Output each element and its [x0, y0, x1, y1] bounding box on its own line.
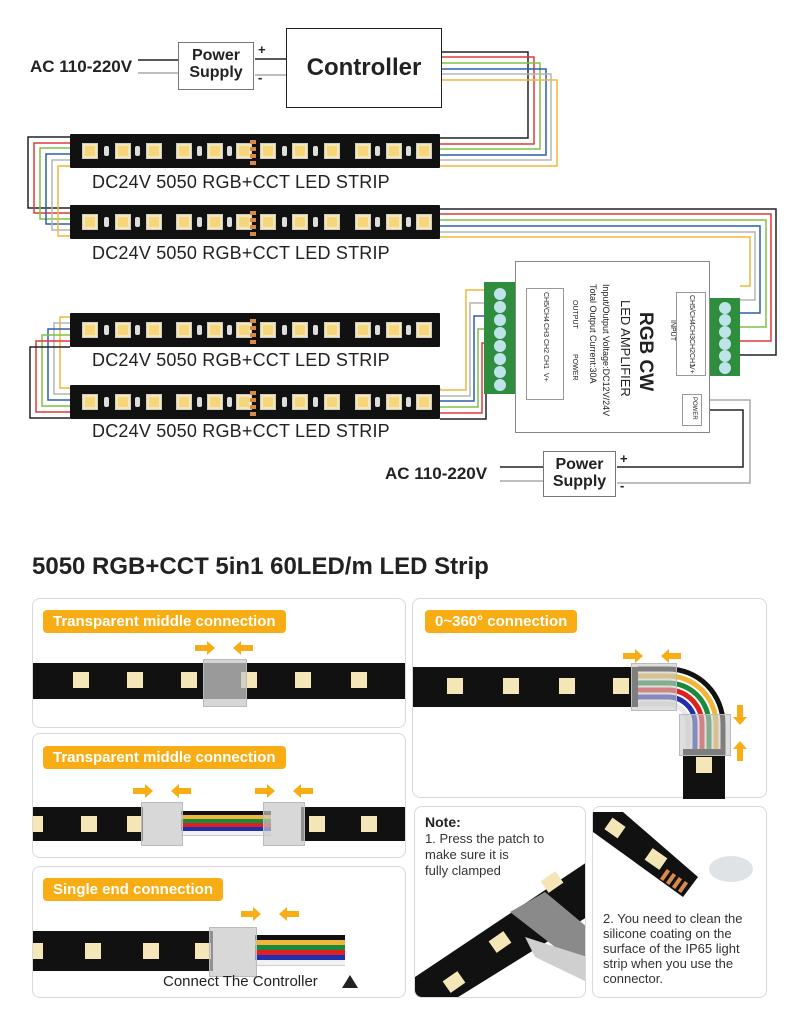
- power-supply-2-label-2: Supply: [552, 473, 607, 490]
- note-heading: Note:: [425, 814, 461, 830]
- ac-input-label-2: AC 110-220V: [385, 464, 488, 483]
- note-2-line-3: surface of the IP65 light: [603, 941, 740, 956]
- input-ch54: CH5/CH4: [688, 295, 695, 325]
- clip-connector-right: [263, 802, 305, 846]
- triangle-up-icon: [342, 975, 358, 988]
- input-ch2: CH2: [688, 339, 695, 354]
- strip-caption-2: DC24V 5050 RGB+CCT LED STRIP: [92, 243, 390, 263]
- controller-output-wires: [440, 51, 558, 167]
- clip-connector: [203, 659, 247, 707]
- strip-end-illustration: [593, 812, 753, 897]
- note-2-line-5: connector.: [603, 971, 663, 986]
- connect-controller-label: Connect The Controller: [163, 973, 318, 990]
- card-tag-1: Transparent middle connection: [43, 610, 286, 633]
- card-tag-4: Single end connection: [43, 878, 224, 901]
- power-switch: POWER: [682, 394, 702, 426]
- output-ch2: CH2: [542, 339, 549, 354]
- output-label: OUTPUT: [571, 300, 578, 329]
- press-arrows-vertical-icon: [733, 705, 747, 761]
- input-label: INPUT: [669, 320, 676, 341]
- strip-caption-4: DC24V 5050 RGB+CCT LED STRIP: [92, 421, 390, 441]
- input-ch3: CH3: [688, 325, 695, 340]
- led-strip-2: [70, 205, 440, 239]
- output-ch54: CH5/CH4: [542, 292, 549, 322]
- press-arrows-icon: [195, 641, 253, 655]
- led-strip-left: [33, 807, 143, 841]
- amplifier-to-strip4-wires: [439, 289, 487, 420]
- ac-input-label: AC 110-220V: [30, 57, 133, 76]
- power-switch-label: POWER: [691, 397, 697, 420]
- note-card-clamp: Note: 1. Press the patch to make sure it…: [414, 806, 586, 998]
- card-single-end-connection: Single end connection Connect The Contro…: [32, 866, 406, 998]
- spec-line-1: Input/Output Voltage:DC12V/24V: [601, 284, 611, 417]
- press-arrows-icon-4: [255, 784, 313, 798]
- controller-lead-wires: [255, 935, 345, 969]
- output-vplus: V+: [542, 373, 549, 382]
- clip-connector-horizontal: [631, 663, 677, 711]
- section-title: 5050 RGB+CCT 5in1 60LED/m LED Strip: [32, 553, 489, 580]
- amplifier-input-terminal: [710, 298, 740, 376]
- card-middle-connection-1: Transparent middle connection: [32, 598, 406, 728]
- output-ch1: CH1: [542, 355, 549, 370]
- led-strip-horizontal: [413, 667, 638, 707]
- note-1-line-3: fully clamped: [425, 863, 501, 878]
- minus-label: -: [258, 70, 263, 85]
- controller-box: Controller: [286, 28, 442, 108]
- led-strip-4: [70, 385, 440, 419]
- wiring-diagram: [27, 51, 777, 484]
- note-2-line-2: silicone coating on the: [603, 926, 732, 941]
- power-supply-2-label-1: Power: [555, 456, 604, 473]
- colored-ribbon-wire: [181, 811, 271, 839]
- clip-connector-end: [209, 927, 257, 977]
- plus-label-2: +: [620, 451, 628, 466]
- strip-caption-3: DC24V 5050 RGB+CCT LED STRIP: [92, 350, 390, 370]
- power-supply-box: Power Supply: [178, 42, 254, 90]
- led-strip-3: [70, 313, 440, 347]
- power-supply-label-2: Supply: [189, 64, 243, 81]
- press-arrows-icon-3: [133, 784, 191, 798]
- power-supply-label-1: Power: [191, 47, 240, 64]
- note-1-line-2: make sure it is: [425, 847, 509, 862]
- amplifier-title: RGB CW: [635, 312, 656, 392]
- led-strip-single: [33, 931, 213, 971]
- note-2-text: 2. You need to clean the silicone coatin…: [603, 911, 743, 986]
- note-1-text: 1. Press the patch to make sure it is fu…: [425, 831, 544, 879]
- card-tag-3: Transparent middle connection: [43, 746, 286, 769]
- input-vplus: V+: [688, 365, 695, 374]
- output-pin-table: CH5/CH4 CH3 CH2 CH1 V+: [526, 288, 564, 400]
- note-1-line-1: 1. Press the patch to: [425, 831, 545, 846]
- clamp-illustration: [415, 863, 585, 997]
- card-middle-connection-2: Transparent middle connection: [32, 733, 406, 858]
- clip-connector-vertical: [679, 714, 731, 756]
- amplifier-subtitle: LED AMPLIFIER: [618, 300, 633, 397]
- led-strip-1: [70, 134, 440, 168]
- led-strip-vertical: [683, 749, 725, 799]
- note-card-silicone: 2. You need to clean the silicone coatin…: [592, 806, 767, 998]
- power-supply-box-2: Power Supply: [543, 451, 616, 497]
- press-arrows-icon-5: [241, 907, 299, 921]
- note-2-line-1: 2. You need to clean the: [603, 911, 743, 926]
- amplifier-output-terminal: [484, 282, 516, 394]
- card-tag-2: 0~360° connection: [425, 610, 578, 633]
- clip-connector-left: [141, 802, 183, 846]
- strip3-to-strip4-wires: [29, 316, 70, 419]
- strip1-to-strip2-wires: [27, 136, 70, 237]
- minus-label-2: -: [620, 478, 625, 493]
- output-ch3: CH3: [542, 323, 549, 338]
- led-strip-right: [301, 807, 405, 841]
- card-360-connection: 0~360° connection: [412, 598, 767, 799]
- silicone-blob: [709, 856, 753, 882]
- plus-label: +: [258, 42, 266, 57]
- strip2-to-amplifier-wires: [440, 208, 777, 356]
- press-arrows-icon-2: [623, 649, 681, 663]
- spec-line-2: Total Output Current:30A: [588, 284, 598, 384]
- note-2-line-4: strip when you use the: [603, 956, 734, 971]
- input-pin-table: CH5/CH4 CH3 CH2 CH1 V+: [676, 292, 706, 376]
- led-amplifier: CH5/CH4 CH3 CH2 CH1 V+ OUTPUT POWER Tota…: [515, 261, 710, 433]
- output-power-label: POWER: [571, 354, 578, 381]
- strip-caption-1: DC24V 5050 RGB+CCT LED STRIP: [92, 172, 390, 192]
- controller-label: Controller: [306, 54, 422, 81]
